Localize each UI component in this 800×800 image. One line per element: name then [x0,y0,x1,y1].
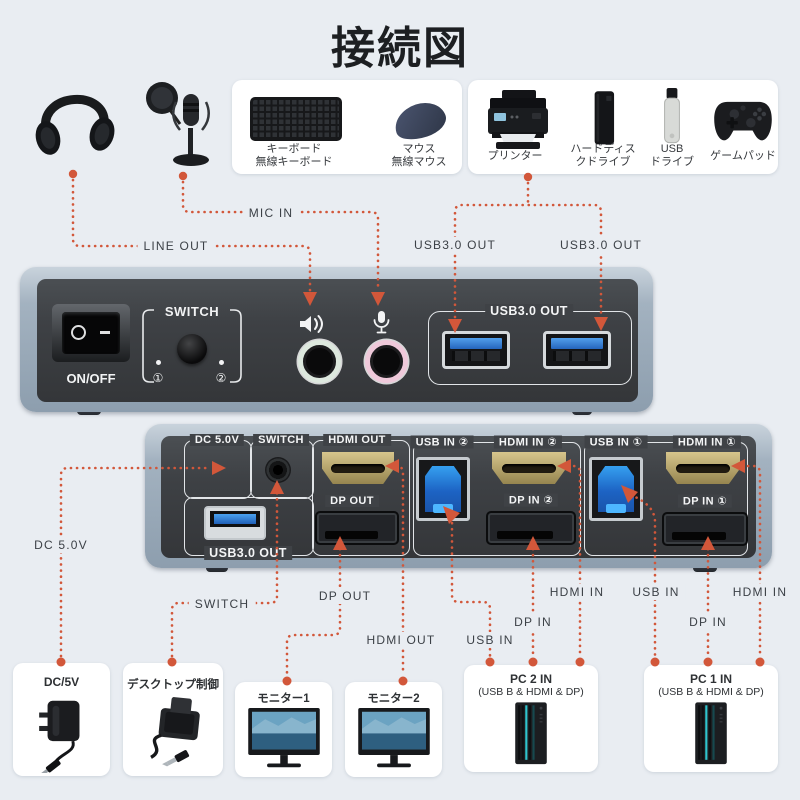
hdmi-out-callout-label: HDMI OUT [360,632,442,648]
line-out-label: LINE OUT [137,238,215,254]
mic-icon [373,311,390,335]
printer-image [482,90,554,150]
dp-out-callout-label: DP OUT [312,588,378,604]
switch-callout-label: SWITCH [188,596,256,612]
led-1 [156,360,161,365]
hdmi-in-1-callout-label: HDMI IN [726,584,794,600]
monitor1-label: モニター1 [257,693,310,705]
usb-in-2-port[interactable] [416,457,470,521]
keyboard-label: キーボード無線キーボード [255,143,333,169]
monitor1-box: モニター1 [235,682,332,777]
hdmi-out-port-label: HDMI OUT [323,434,391,446]
usb3-out-port-back[interactable] [204,506,266,540]
port-2-number: ② [215,371,227,385]
monitor2-image [354,708,434,772]
desktop-controller-label: デスクトップ制御 [127,679,219,691]
gamepad-image [710,96,776,146]
hard-drive-image [588,90,622,147]
usb-drive-image [658,88,686,146]
microphone-image [138,72,218,172]
monitor1-image [244,708,324,772]
monitor2-label: モニター2 [367,693,420,705]
desktop-controller-image [131,691,217,771]
hdmi-out-port[interactable] [322,452,394,484]
pc1-label: PC 1 IN [689,672,732,686]
dc-port-label: DC 5.0V [189,434,245,446]
switch-remote-jack[interactable] [265,457,291,483]
pc1-sublabel: (USB B & HDMI & DP) [658,686,764,698]
led-2 [219,360,224,365]
port-1-number: ① [152,371,164,385]
front-usb-group-label: USB3.0 OUT [485,304,573,318]
line-out-jack[interactable] [298,340,341,383]
usb3-out-back-label: USB3.0 OUT [204,546,292,560]
keyboard-image [250,97,342,141]
dc-adapter-label: DC/5V [43,675,80,689]
monitor2-box: モニター2 [345,682,442,777]
usb-in-1-callout-label: USB IN [626,584,686,600]
dot-mic [178,171,188,181]
usb3-out-label-left: USB3.0 OUT [407,237,503,253]
hdmi-in-1-port[interactable] [666,452,740,484]
pc2-label: PC 2 IN [509,672,552,686]
usb-in-1-port[interactable] [589,457,643,521]
dp-out-port[interactable] [315,511,399,545]
switch-bracket [142,309,242,383]
dp-in-1-callout-label: DP IN [683,614,733,630]
dot-printer [523,172,533,182]
usb-in-2-port-label: USB IN ② [410,435,474,449]
page-title: 接続図 [331,24,469,73]
pc2-box: PC 2 IN (USB B & HDMI & DP) [464,665,598,772]
pc1-image [684,701,738,767]
power-rocker-switch[interactable] [62,312,120,354]
pc2-sublabel: (USB B & HDMI & DP) [478,686,584,698]
mic-in-jack[interactable] [365,340,408,383]
power-off-symbol [100,331,110,334]
dc-adapter-box: DC/5V [13,663,110,776]
hard-drive-label: ハードディスクドライブ [570,143,636,169]
desktop-controller-box: デスクトップ制御 [123,663,223,776]
on-off-label: ON/OFF [66,371,116,386]
printer-label: プリンター [487,150,543,162]
usb3-out-port-front-2[interactable] [543,331,611,369]
dc-5v-label: DC 5.0V [28,537,94,553]
speaker-icon [299,314,325,334]
hdmi-in-1-port-label: HDMI IN ① [672,435,742,449]
dp-out-port-label: DP OUT [325,495,379,507]
mouse-label: マウス無線マウス [391,143,447,169]
switch-button[interactable] [177,334,207,364]
dp-in-2-callout-label: DP IN [508,614,558,630]
switch-port-label: SWITCH [253,434,309,446]
usb3-out-port-front-1[interactable] [442,331,510,369]
dp-in-2-port-label: DP IN ② [503,493,559,507]
power-on-symbol [71,325,86,340]
gamepad-label: ゲームパッド [710,150,776,162]
pc2-image [504,701,558,767]
dp-in-2-port[interactable] [486,511,576,545]
power-adapter-image [25,689,97,773]
power-switch-bezel [52,304,130,362]
hdmi-in-2-port[interactable] [492,452,566,484]
dot-headphones [68,169,78,179]
mic-in-label: MIC IN [242,205,300,221]
usb-in-2-callout-label: USB IN [460,632,520,648]
usb3-out-label-right: USB3.0 OUT [553,237,649,253]
front-switch-label: SWITCH [164,304,220,319]
headphones-image [26,76,122,170]
dc-power-jack[interactable] [203,453,233,483]
hdmi-in-2-callout-label: HDMI IN [543,584,611,600]
dp-in-1-port-label: DP IN ① [677,494,733,508]
pc1-box: PC 1 IN (USB B & HDMI & DP) [644,665,778,772]
hdmi-in-2-port-label: HDMI IN ② [493,435,563,449]
usb-in-1-port-label: USB IN ① [584,435,648,449]
dp-in-1-port[interactable] [662,512,748,546]
